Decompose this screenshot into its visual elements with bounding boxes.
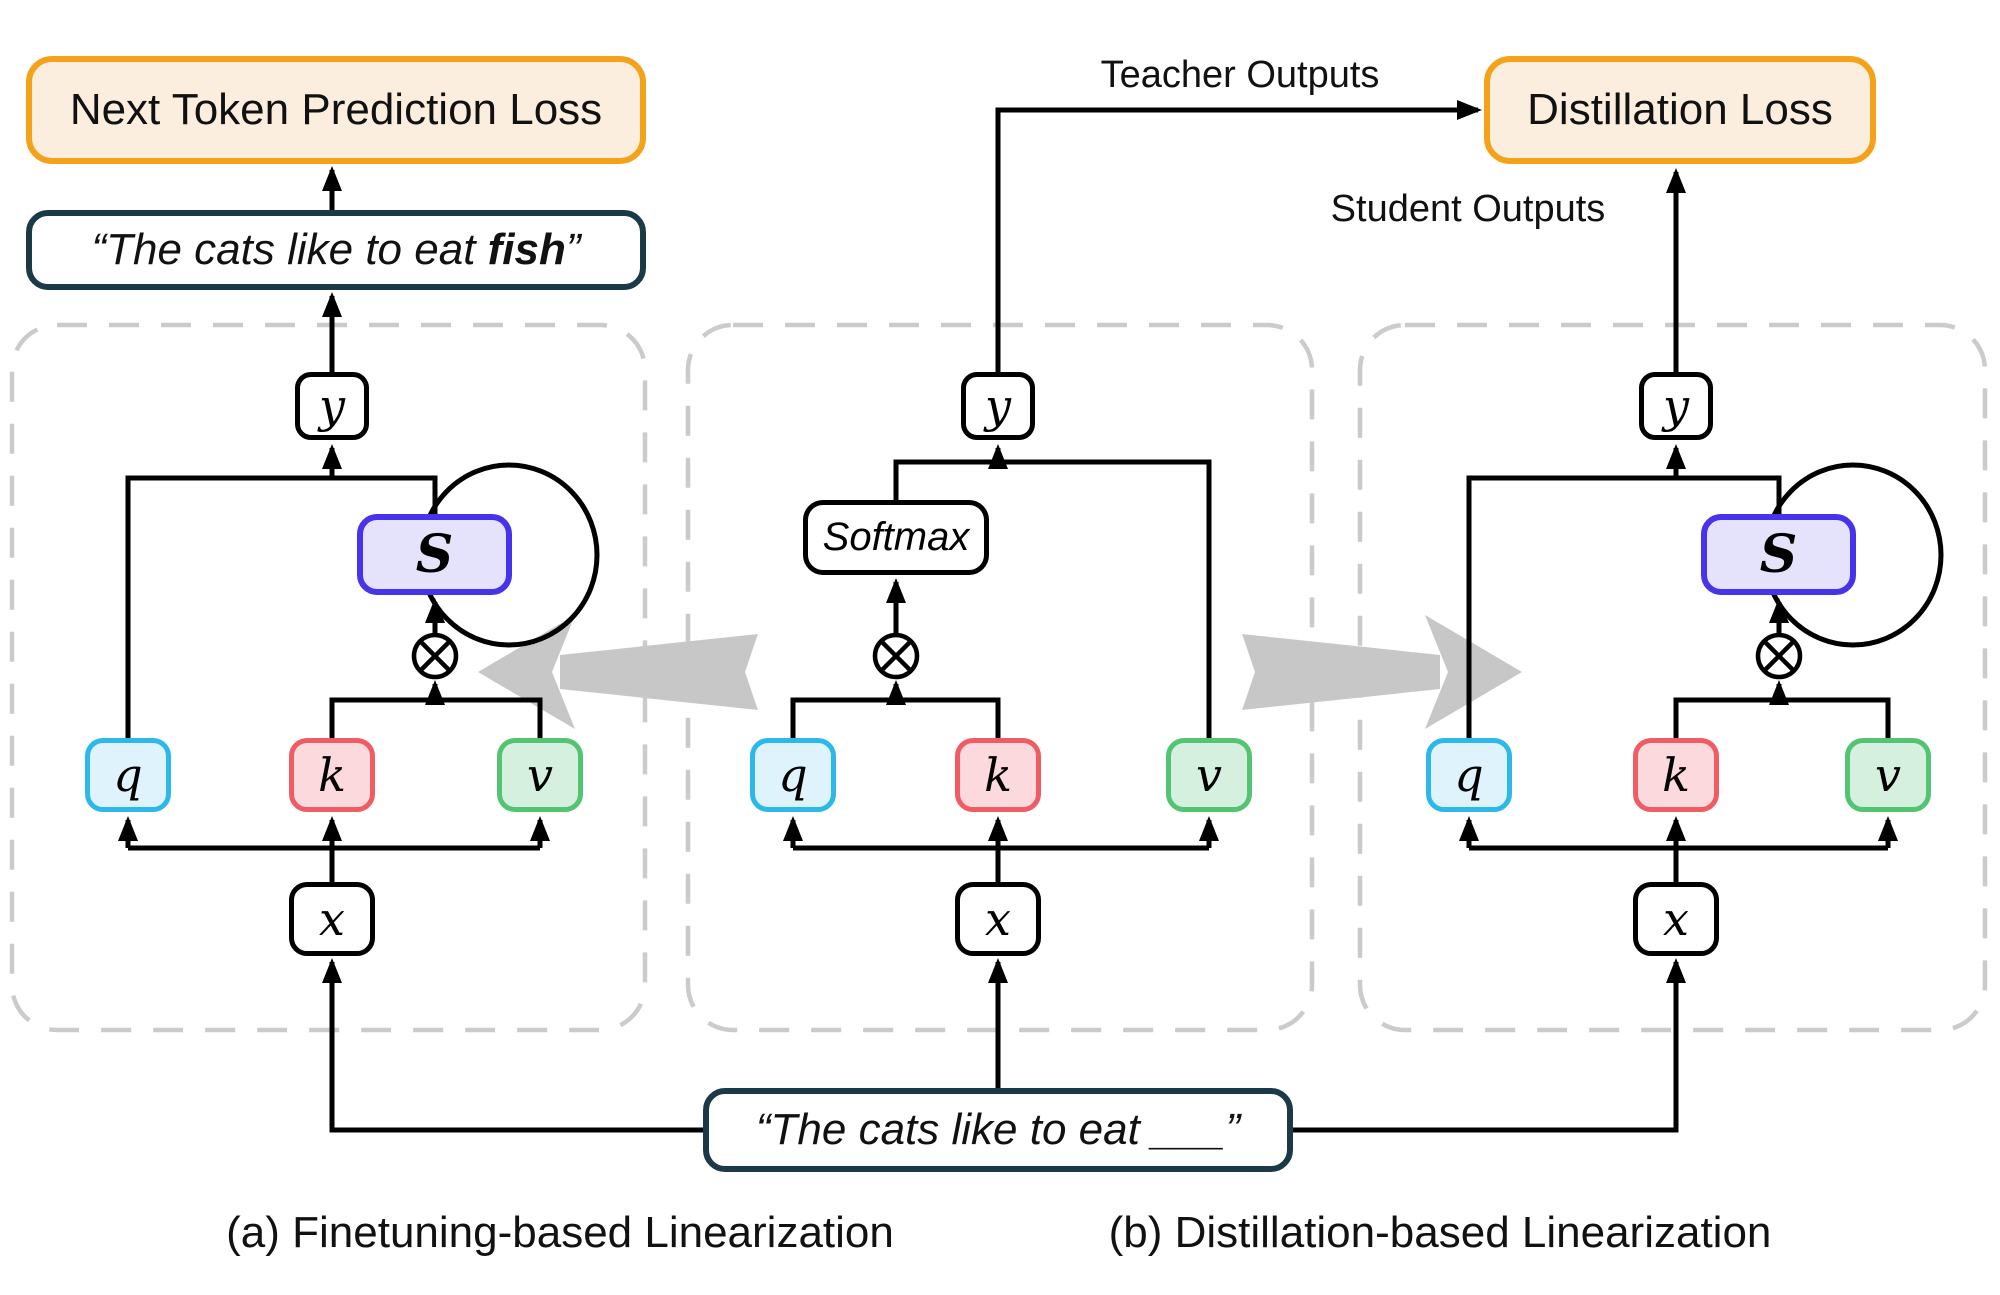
transfer-arrow-right-icon [1242,615,1522,729]
transfer-arrows [478,615,1522,729]
right-k-node: k [1633,738,1719,812]
target-sentence-prefix: “The cats like to eat [91,225,488,274]
mid-q-node: q [750,738,836,812]
right-q-to-output-junction [1466,475,1782,738]
caption-b: (b) Distillation-based Linearization [1108,1208,1772,1257]
left-k-node: k [289,738,375,812]
connectors [118,100,1898,1133]
right-kv-junction [1673,697,1891,738]
left-v-node: v [497,738,583,812]
otimes-icon [411,632,459,680]
distillation-loss-label: Distillation Loss [1527,85,1833,134]
right-q-node: q [1426,738,1512,812]
target-sentence-box: “The cats like to eat fish” [26,210,646,290]
left-q-to-output-junction [125,475,438,738]
mid-softmax-node: Softmax [803,500,989,575]
target-sentence-suffix: ” [565,225,581,274]
left-q-node: q [85,738,171,812]
transfer-arrow-left-icon [478,615,758,729]
mid-qk-junction [790,697,1001,738]
right-state-node: S [1701,514,1856,595]
otimes-operators [411,632,1803,680]
mid-v-node: v [1166,738,1252,812]
next-token-prediction-loss-box: Next Token Prediction Loss [26,56,646,164]
left-y-node: y [295,372,369,440]
right-v-node: v [1845,738,1931,812]
teacher-outputs-label: Teacher Outputs [1100,54,1380,96]
left-state-node: S [357,514,512,595]
otimes-icon [872,632,920,680]
left-kv-junction [329,697,543,738]
arrow-teacher-to-distill-loss [995,100,1482,372]
right-y-node: y [1639,372,1713,440]
target-sentence-highlight: fish [487,225,566,274]
mid-k-node: k [955,738,1041,812]
left-arrow-input-to-x [322,958,703,1133]
caption-a: (a) Finetuning-based Linearization [226,1208,894,1257]
next-token-prediction-loss-label: Next Token Prediction Loss [69,85,603,134]
otimes-icon [1755,632,1803,680]
right-arrow-input-to-x [1293,958,1686,1133]
input-sentence-text: “The cats like to eat ___” [755,1105,1241,1154]
distillation-loss-box: Distillation Loss [1484,56,1876,164]
left-x-node: x [289,882,375,956]
mid-y-node: y [961,372,1035,440]
panel-finetune [9,322,648,1033]
target-sentence-text: “The cats like to eat fish” [91,225,580,275]
right-x-node: x [1633,882,1719,956]
student-outputs-label: Student Outputs [1330,188,1606,230]
input-sentence-box: “The cats like to eat ___” [703,1088,1293,1172]
mid-softmax-v-junction [893,459,1212,738]
mid-x-node: x [955,882,1041,956]
